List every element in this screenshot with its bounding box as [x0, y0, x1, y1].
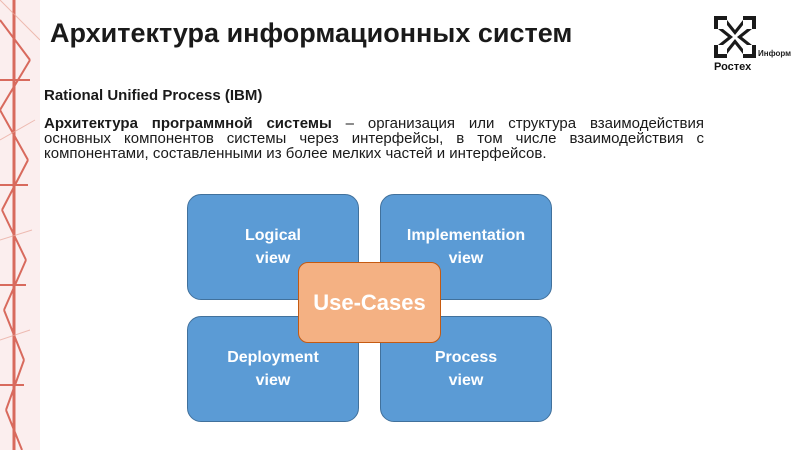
- rostec-logo-mark-icon: [714, 16, 756, 58]
- definition-paragraph: Архитектура программной системы – органи…: [44, 116, 704, 161]
- logo-rostec-text: Ростех: [714, 61, 752, 73]
- slide-title: Архитектура информационных систем: [50, 18, 573, 48]
- use-cases-box: Use-Cases: [298, 262, 441, 343]
- implementation-view-line2: view: [448, 250, 484, 267]
- decorative-tower-image: [0, 0, 40, 450]
- process-view-line1: Process: [434, 349, 498, 366]
- logical-view-line2: view: [255, 250, 291, 267]
- definition-text: – организация или структура взаимодейств…: [44, 115, 705, 162]
- logo-inform-text: Информ: [758, 49, 792, 58]
- deployment-view-line2: view: [255, 372, 291, 389]
- definition-term: Архитектура программной системы: [44, 115, 332, 132]
- rostec-inform-logo: Информ Ростех: [714, 16, 794, 76]
- logical-view-line1: Logical: [244, 227, 301, 244]
- process-view-line2: view: [448, 372, 484, 389]
- slide-subtitle: Rational Unified Process (IBM): [44, 87, 263, 104]
- deployment-view-line1: Deployment: [227, 349, 319, 366]
- implementation-view-line1: Implementation: [406, 227, 526, 244]
